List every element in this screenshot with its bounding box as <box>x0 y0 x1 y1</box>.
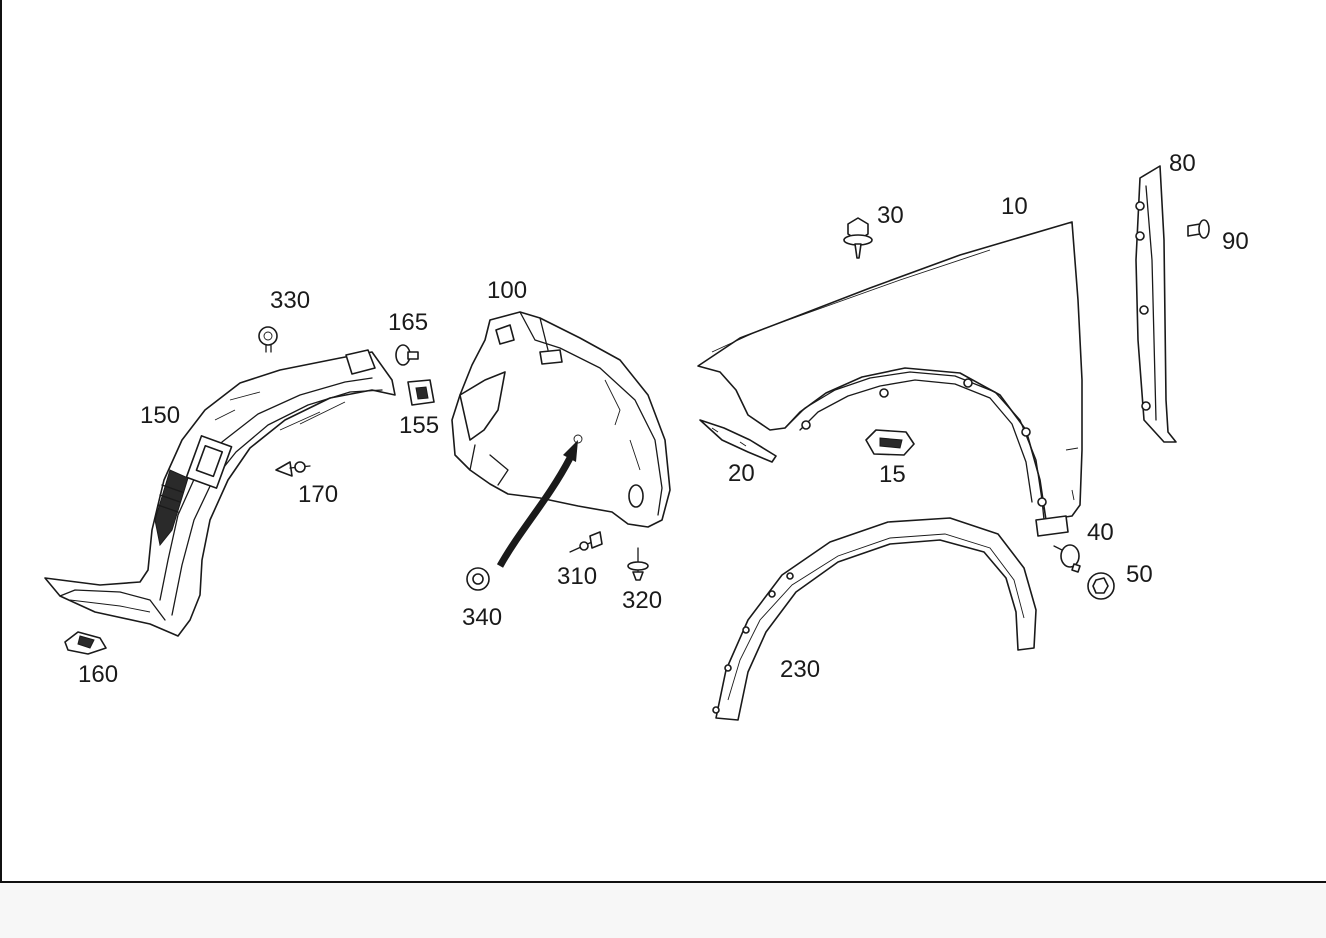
label-170: 170 <box>298 481 338 508</box>
label-310: 310 <box>557 563 597 590</box>
label-80: 80 <box>1169 150 1196 177</box>
part-310-bolt <box>569 531 603 553</box>
part-170-rivet <box>275 461 311 477</box>
label-165: 165 <box>388 309 428 336</box>
part-50-nut <box>1087 572 1115 600</box>
label-230: 230 <box>780 656 820 683</box>
label-40: 40 <box>1087 519 1114 546</box>
part-165-rivet <box>395 344 419 366</box>
part-20-bracket <box>699 419 777 463</box>
part-160-clip-nut <box>64 631 107 655</box>
label-20: 20 <box>728 460 755 487</box>
part-10-fender <box>697 221 1083 537</box>
part-80-panel <box>1135 165 1177 443</box>
part-330-nut <box>258 326 278 353</box>
label-320: 320 <box>622 587 662 614</box>
label-330: 330 <box>270 287 310 314</box>
label-15: 15 <box>879 461 906 488</box>
part-155-clip <box>407 379 435 406</box>
part-340-nut <box>466 567 490 591</box>
label-10: 10 <box>1001 193 1028 220</box>
part-40-bolt <box>1053 544 1081 573</box>
part-30-bolt <box>843 217 873 259</box>
label-155: 155 <box>399 412 439 439</box>
label-100: 100 <box>487 277 527 304</box>
label-50: 50 <box>1126 561 1153 588</box>
part-90-screw <box>1187 219 1210 239</box>
part-320-stud-clip <box>627 547 649 581</box>
label-160: 160 <box>78 661 118 688</box>
part-100-wheel-arch-liner-rear <box>451 311 671 528</box>
part-150-wheel-arch-liner <box>44 349 396 637</box>
label-90: 90 <box>1222 228 1249 255</box>
label-340: 340 <box>462 604 502 631</box>
part-15-clip <box>865 429 915 456</box>
label-150: 150 <box>140 402 180 429</box>
assembly-arrow <box>496 440 578 568</box>
label-30: 30 <box>877 202 904 229</box>
part-230-arch-trim <box>712 517 1037 721</box>
